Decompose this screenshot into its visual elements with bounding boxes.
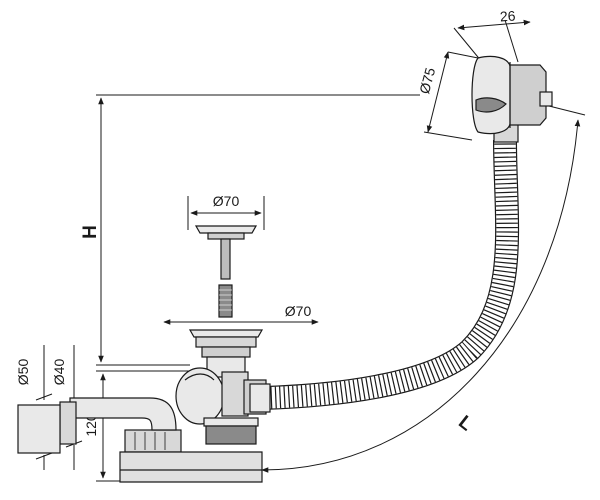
outlet-pipe <box>17 397 177 454</box>
overflow-head <box>471 55 553 143</box>
overflow-cover <box>471 55 511 135</box>
plug-stem <box>220 238 231 280</box>
hose-body <box>261 139 518 409</box>
plug-diameter-label: Ø70 <box>213 193 240 209</box>
length-top-extension <box>544 104 586 116</box>
trap-height-label: 120 <box>83 413 99 437</box>
overflow-diameter-dim-line <box>426 51 450 133</box>
waste-diameter-label: Ø70 <box>285 303 312 319</box>
waste-body-upper <box>195 336 257 348</box>
outlet-collar <box>59 401 77 445</box>
trap-lower-nut <box>205 425 257 445</box>
outlet-outer-tick-top <box>35 393 53 401</box>
trap-base <box>119 451 263 483</box>
overflow-width-ext-right <box>504 19 519 63</box>
height-label: H <box>80 225 101 239</box>
overflow-dimensions <box>423 19 531 141</box>
outlet-inner-diameter-label: Ø40 <box>51 359 67 386</box>
outlet-elbow <box>69 397 177 431</box>
overflow-width-dim-line <box>457 19 531 31</box>
trap-height-dimension <box>96 370 190 482</box>
hose-lower-connector <box>249 383 271 413</box>
outlet-outer-tick-bottom <box>35 452 53 460</box>
overflow-diameter-label: Ø75 <box>416 66 438 96</box>
height-dimension <box>96 94 420 366</box>
trap-bulb <box>175 367 225 425</box>
overflow-screw-cap <box>539 91 553 107</box>
plug-assembly <box>194 225 258 318</box>
trap-assembly <box>119 367 267 483</box>
overflow-diameter-ext-top <box>447 51 479 59</box>
plug-diameter-dimension <box>187 196 265 230</box>
length-dimension <box>261 104 586 473</box>
plug-cap <box>194 225 258 234</box>
overflow-cover-handle <box>475 97 507 113</box>
waste-flange <box>188 329 264 338</box>
trap-lower-nut-top <box>203 417 259 427</box>
waste-nut <box>201 346 251 358</box>
outlet-coupling <box>17 404 61 454</box>
length-dimension-arc <box>261 119 581 473</box>
outlet-nut-ribs <box>134 432 166 450</box>
plug-threaded-rod <box>218 284 233 318</box>
outlet-outer-diameter-label: Ø50 <box>15 359 31 386</box>
plug-seal <box>207 232 245 240</box>
outlet-nut <box>124 429 182 453</box>
overflow-diameter-ext-bottom <box>423 131 473 141</box>
plug-thread-lines <box>219 289 232 311</box>
overflow-width-label: 26 <box>499 7 516 24</box>
trap-bulb-shade <box>184 373 215 381</box>
flexible-hose <box>249 139 520 413</box>
overflow-width-ext-left <box>453 27 483 63</box>
length-label: L <box>454 412 476 436</box>
